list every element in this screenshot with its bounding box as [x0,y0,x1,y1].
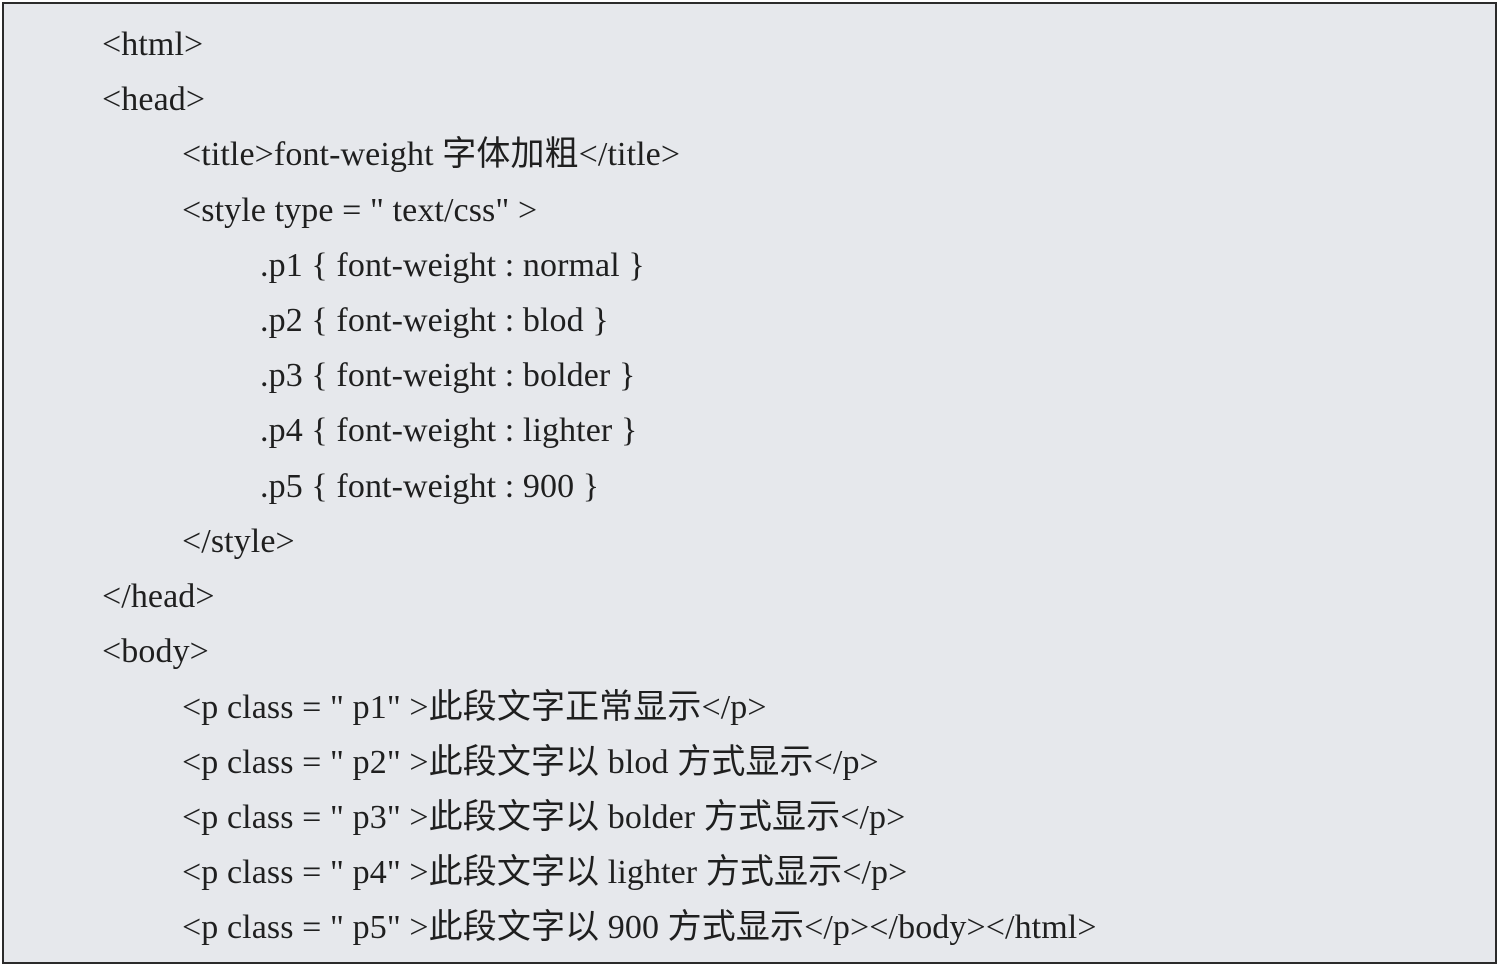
code-line-head-close: </head> [102,578,215,615]
code-line-body-open: <body> [102,633,209,670]
code-line-p2-element: <p class = " p2" >此段文字以 blod 方式显示</p> [182,744,879,781]
code-line-style-close: </style> [182,523,295,560]
code-line-p5-element: <p class = " p5" >此段文字以 900 方式显示</p></bo… [182,909,1097,946]
code-line-p2-rule: .p2 { font-weight : blod } [260,302,609,339]
code-line-p5-rule: .p5 { font-weight : 900 } [260,468,600,505]
code-line-p3-element: <p class = " p3" >此段文字以 bolder 方式显示</p> [182,799,906,836]
code-line-p1-rule: .p1 { font-weight : normal } [260,247,645,284]
code-line-head-open: <head> [102,81,206,118]
code-line-p1-element: <p class = " p1" >此段文字正常显示</p> [182,689,767,726]
code-line-p4-element: <p class = " p4" >此段文字以 lighter 方式显示</p> [182,854,908,891]
code-line-style-open: <style type = " text/css" > [182,192,538,229]
code-line-p4-rule: .p4 { font-weight : lighter } [260,412,638,449]
code-line-p3-rule: .p3 { font-weight : bolder } [260,357,636,394]
code-line-html-open: <html> [102,26,204,63]
code-line-title: <title>font-weight 字体加粗</title> [182,136,681,173]
